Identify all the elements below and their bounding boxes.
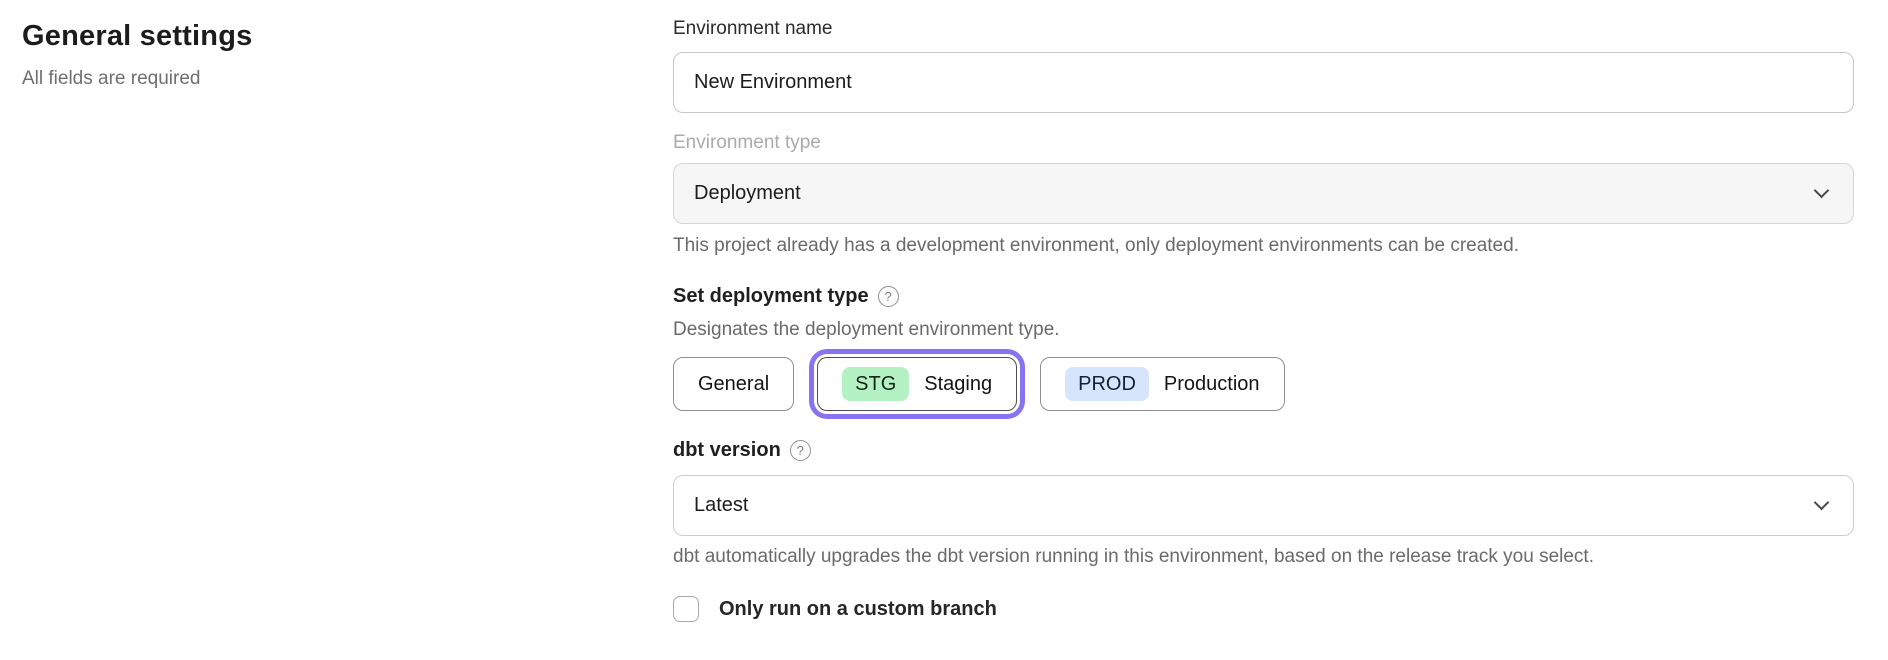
environment-type-helper: This project already has a development e…	[673, 235, 1519, 256]
environment-name-label: Environment name	[673, 18, 833, 39]
page-title: General settings	[22, 20, 253, 52]
production-badge: PROD	[1065, 367, 1149, 401]
help-icon[interactable]: ?	[877, 285, 899, 307]
deployment-type-helper: Designates the deployment environment ty…	[673, 319, 1060, 340]
deployment-type-staging-button[interactable]: STG Staging	[817, 357, 1018, 411]
environment-type-select[interactable]: Deployment	[673, 163, 1854, 224]
dbt-version-label-text: dbt version	[673, 439, 781, 461]
environment-type-value: Deployment	[694, 182, 801, 204]
page-subtitle: All fields are required	[22, 68, 201, 89]
environment-name-input[interactable]	[673, 52, 1854, 113]
staging-badge: STG	[842, 367, 910, 401]
dbt-version-helper: dbt automatically upgrades the dbt versi…	[673, 546, 1594, 567]
dbt-version-label: dbt version ?	[673, 437, 1854, 463]
deployment-type-label-text: Set deployment type	[673, 285, 869, 307]
section-heading: General settings All fields are required	[22, 20, 582, 90]
custom-branch-checkbox[interactable]	[673, 596, 699, 622]
deployment-type-production-label: Production	[1163, 372, 1260, 395]
deployment-type-options: General STG Staging PROD Production	[673, 357, 1854, 411]
deployment-type-staging-label: Staging	[924, 372, 993, 395]
dbt-version-select[interactable]: Latest	[673, 475, 1854, 536]
custom-branch-row: Only run on a custom branch	[673, 596, 1854, 622]
help-icon[interactable]: ?	[789, 439, 811, 461]
environment-form: Environment name Environment type Deploy…	[673, 16, 1854, 622]
custom-branch-label: Only run on a custom branch	[719, 597, 997, 620]
chevron-down-icon	[1813, 182, 1830, 198]
environment-type-label: Environment type	[673, 132, 821, 153]
deployment-type-label: Set deployment type ?	[673, 283, 1854, 309]
deployment-type-general-label: General	[698, 372, 770, 395]
chevron-down-icon	[1813, 494, 1830, 510]
deployment-type-production-button[interactable]: PROD Production	[1040, 357, 1285, 411]
dbt-version-value: Latest	[694, 494, 749, 516]
deployment-type-general-button[interactable]: General	[673, 357, 795, 411]
